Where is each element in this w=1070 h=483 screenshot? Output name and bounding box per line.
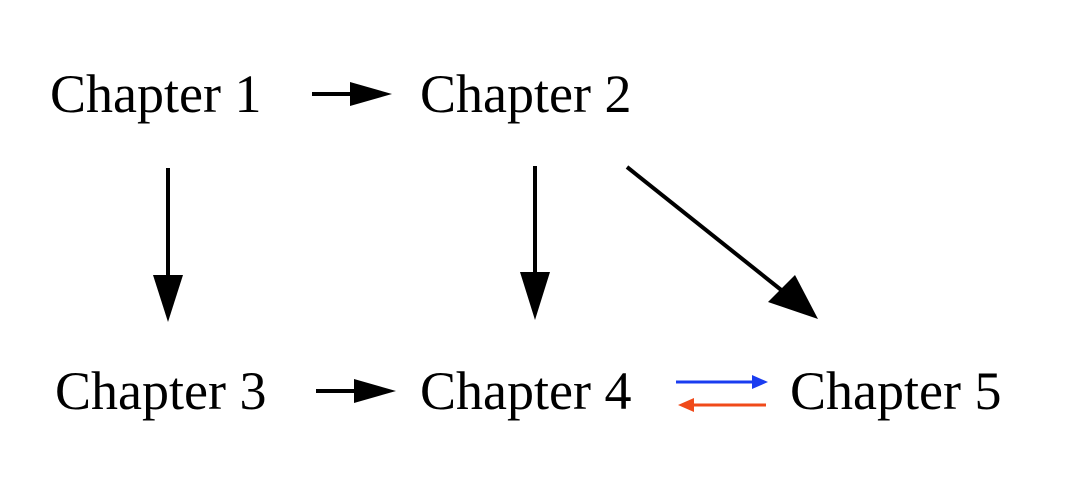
edge-chapter2-to-chapter5 — [625, 165, 818, 319]
edge-chapter2-to-chapter4 — [520, 166, 550, 320]
edge-chapter3-to-chapter4 — [316, 379, 396, 403]
edge-chapter1-to-chapter2 — [312, 82, 392, 106]
node-chapter-3: Chapter 3 — [55, 361, 267, 421]
edge-chapter5-to-chapter4 — [678, 398, 766, 412]
node-chapter-2: Chapter 2 — [420, 64, 632, 124]
node-chapter-4: Chapter 4 — [420, 361, 632, 421]
edge-chapter4-to-chapter5 — [676, 375, 768, 389]
edge-chapter1-to-chapter3 — [153, 168, 183, 322]
node-chapter-1: Chapter 1 — [50, 64, 262, 124]
node-chapter-5: Chapter 5 — [790, 361, 1002, 421]
